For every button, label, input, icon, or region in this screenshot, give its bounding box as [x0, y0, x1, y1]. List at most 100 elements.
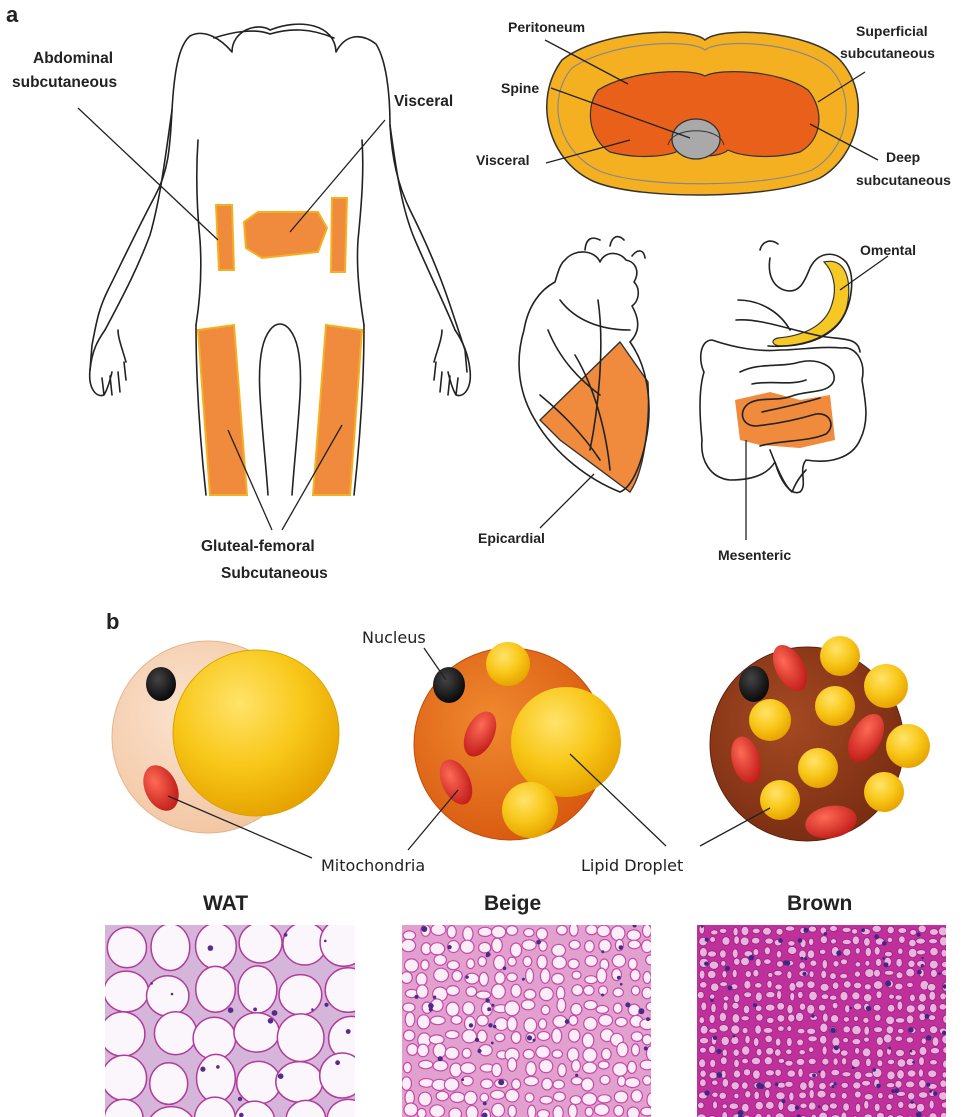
histology-cell [874, 1027, 883, 1033]
histology-cell [568, 1104, 577, 1117]
histology-cell [743, 1069, 750, 1076]
histology-cell [628, 940, 640, 949]
histology-beige-image [401, 923, 673, 1117]
histology-cell [777, 1082, 786, 1088]
histology-cell [419, 1092, 432, 1106]
histology-nucleus-dot [565, 1019, 570, 1024]
histology-cell [602, 1048, 612, 1060]
histology-cell [734, 994, 740, 1003]
histology-cell [732, 969, 737, 977]
histology-nucleus-dot [861, 928, 865, 932]
histology-cell [765, 938, 774, 944]
histology-cell [733, 1070, 740, 1078]
histology-cell [864, 994, 872, 1002]
histology-cell [538, 1032, 550, 1041]
histology-cell [722, 937, 730, 946]
histology-cell [568, 959, 579, 969]
leader-omental [840, 256, 888, 290]
histology-cell [722, 1079, 728, 1088]
histology-cell [711, 983, 719, 991]
histology-cell [632, 1044, 640, 1056]
histology-cell [643, 1076, 652, 1085]
histology-nucleus-dot [874, 934, 879, 939]
histology-cell [864, 1026, 870, 1035]
histology-cell [940, 993, 946, 1000]
histology-cell [829, 1103, 837, 1109]
histology-cell [808, 1102, 816, 1110]
histology-cell [495, 1033, 505, 1041]
histology-cell [320, 919, 367, 967]
brown-nucleus [739, 666, 769, 702]
histology-cell [745, 1091, 751, 1098]
label-superficial-subcutaneous: subcutaneous [840, 45, 935, 61]
histology-nucleus-dot [493, 1025, 496, 1028]
histology-nucleus-dot [704, 962, 708, 966]
histology-cell [719, 1025, 728, 1032]
histology-cell [756, 1014, 763, 1021]
histology-nucleus-dot [894, 1088, 899, 1093]
histology-cell [797, 1028, 805, 1034]
histology-cell [863, 1017, 869, 1023]
histology-cell [910, 930, 917, 936]
histology-cell [585, 1107, 593, 1116]
histology-cell [507, 973, 518, 982]
histology-cell [917, 1004, 925, 1012]
histology-cell [615, 1017, 627, 1026]
histology-cell [777, 1003, 785, 1011]
histology-cell [433, 1060, 448, 1071]
histology-cell [888, 1094, 894, 1100]
histology-cell [627, 1061, 636, 1073]
histology-cell [734, 936, 740, 945]
histology-cell [800, 1103, 807, 1108]
histology-cell [789, 1092, 794, 1101]
histology-nucleus-dot [414, 995, 418, 999]
histology-cell [930, 1004, 937, 1013]
histology-cell [951, 1025, 957, 1033]
histology-cell [755, 983, 762, 989]
histology-cell [942, 1072, 947, 1078]
histology-cell [707, 970, 716, 978]
histology-cell [929, 929, 938, 936]
histology-cell [764, 1081, 771, 1088]
histology-cell [939, 1092, 948, 1101]
histology-cell [495, 972, 505, 984]
histology-cell [585, 976, 598, 984]
histology-nucleus-dot [833, 1082, 836, 1085]
histology-cell [731, 1036, 739, 1044]
histology-cell [909, 939, 917, 947]
histology-cell [931, 969, 938, 977]
histology-cell [512, 1079, 521, 1090]
histology-cell [465, 1016, 476, 1030]
histology-cell [734, 1093, 739, 1099]
histology-cell [709, 1015, 715, 1024]
histology-nucleus-dot [638, 1008, 644, 1014]
histology-nucleus-dot [171, 993, 174, 996]
histology-cell [403, 931, 416, 940]
histology-cell [775, 1049, 782, 1057]
histology-cell [434, 955, 446, 966]
histology-nucleus-dot [778, 938, 783, 943]
histology-cell [553, 1092, 565, 1101]
histology-nucleus-dot [804, 957, 807, 960]
histology-nucleus-dot [704, 1090, 709, 1095]
histology-cell [401, 972, 412, 984]
histology-nucleus-dot [527, 1035, 532, 1040]
histology-cell [896, 1049, 905, 1056]
histology-nucleus-dot [917, 970, 922, 975]
histology-cell [950, 1047, 957, 1057]
histology-cell [854, 1016, 859, 1021]
histology-cell [585, 941, 595, 953]
histology-cell [416, 973, 427, 986]
histology-cell [820, 1070, 826, 1079]
histology-cell [874, 947, 880, 956]
histology-cell [450, 1063, 462, 1077]
histology-nucleus-dot [910, 1050, 913, 1053]
histology-cell [790, 992, 795, 1001]
histology-nucleus-dot [921, 964, 924, 967]
histology-cell [765, 1089, 770, 1098]
histology-cell [820, 949, 826, 954]
histology-cell [809, 1089, 814, 1099]
histology-cell [570, 1096, 581, 1105]
histology-cell [855, 1103, 860, 1112]
histology-cell [542, 1078, 553, 1090]
